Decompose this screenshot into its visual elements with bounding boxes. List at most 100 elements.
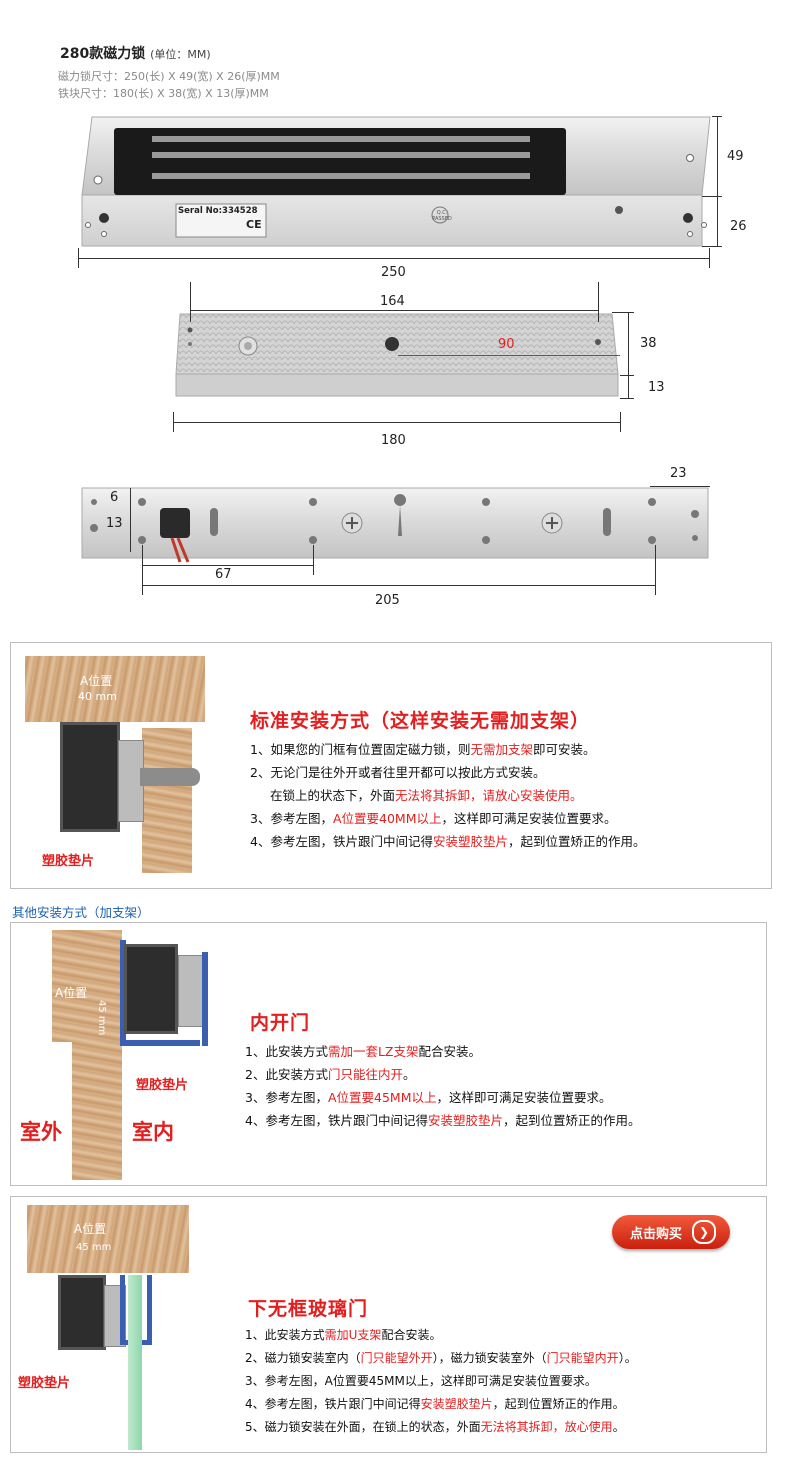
- text-run: 1、如果您的门框有位置固定磁力锁，则: [250, 742, 471, 757]
- dim-tick: [702, 246, 722, 247]
- lz-bracket-image: [120, 940, 126, 1040]
- dim-line-90: [398, 355, 620, 356]
- unit-label: (单位：MM): [150, 48, 211, 61]
- text-run-red: 需加一套LZ支架: [327, 1044, 419, 1059]
- text-run: ，起到位置矫正的作用。: [492, 1397, 625, 1411]
- text-run-red: 门只能望外开: [360, 1351, 433, 1365]
- text-run-red: 无需加支架: [470, 742, 533, 757]
- dim-tick: [78, 248, 79, 268]
- section1-title: 标准安装方式（这样安装无需加支架）: [250, 710, 591, 732]
- dim-tick: [598, 282, 599, 322]
- dim-90: 90: [498, 337, 515, 352]
- outside-label: 室外: [20, 1120, 62, 1144]
- text-run: ）。: [618, 1351, 637, 1365]
- chevron-right-icon: ❯: [692, 1220, 717, 1244]
- text-run: 4、参考左图，铁片跟门中间记得: [245, 1113, 428, 1128]
- lz-bracket-image: [120, 1040, 200, 1046]
- dim-13b: 13: [106, 516, 123, 531]
- text-run: 2、磁力锁安装室内（: [245, 1351, 361, 1365]
- text-run: 3、参考左图，: [245, 1090, 328, 1105]
- text-run-red: A位置要45MM以上: [327, 1090, 437, 1105]
- inside-label: 室内: [132, 1120, 174, 1144]
- text-run-red: 无法将其拆卸，请放心安装使用。: [395, 788, 583, 803]
- pad-label: 塑胶垫片: [18, 1376, 71, 1391]
- other-methods-caption: 其他安装方式（加支架）: [12, 905, 150, 920]
- dim-tick: [190, 282, 191, 322]
- mm-label: 40 mm: [78, 690, 117, 703]
- dim-line-67: [142, 565, 313, 566]
- dim-67: 67: [215, 567, 232, 582]
- dim-tick: [702, 196, 722, 197]
- section3-text: 1、此安装方式需加U支架配合安装。 2、磁力锁安装室内（门只能望外开），磁力锁安…: [245, 1324, 637, 1439]
- text-run-red: 门只能望内开: [546, 1351, 619, 1365]
- lock-side-image: [124, 944, 178, 1034]
- lock-body-drawing: [81, 116, 711, 247]
- glass-door-image: [128, 1275, 142, 1450]
- dim-6: 6: [110, 490, 119, 505]
- serial-label: Seral No:334528: [178, 206, 258, 216]
- text-run: 4、参考左图，铁片跟门中间记得: [245, 1397, 421, 1411]
- dim-250: 250: [381, 265, 406, 280]
- lock-side-image: [60, 722, 120, 832]
- lz-bracket-image: [202, 952, 208, 1046]
- mm-label: 45 mm: [76, 1242, 112, 1253]
- dim-line-vertical: [717, 116, 718, 246]
- text-run-red: 门只能往内开: [327, 1067, 403, 1082]
- text-run: 即可安装。: [532, 742, 596, 757]
- text-run: ，这样即可满足安装位置要求。: [436, 1090, 612, 1105]
- dim-tick: [142, 545, 143, 595]
- text-run: 配合安装。: [381, 1328, 442, 1342]
- bolt-image: [140, 768, 200, 786]
- dim-38: 38: [640, 336, 657, 351]
- dim-tick: [612, 312, 634, 313]
- text-run: ），磁力锁安装室外（: [432, 1351, 547, 1365]
- text-run: 1、此安装方式: [245, 1044, 328, 1059]
- text-run: ，起到位置矫正的作用。: [507, 834, 646, 849]
- section2-text: 1、此安装方式需加一套LZ支架配合安装。 2、此安装方式门只能往内开。 3、参考…: [245, 1040, 641, 1132]
- ce-mark: CE: [246, 218, 262, 231]
- mm-label: 45 mm: [96, 1000, 107, 1036]
- mounting-bracket-drawing: [81, 487, 709, 563]
- text-run-red: 安装塑胶垫片: [427, 1113, 503, 1128]
- text-run: 配合安装。: [418, 1044, 482, 1059]
- buy-now-button[interactable]: 点击购买 ❯: [612, 1215, 730, 1249]
- a-position-label: A位置: [80, 674, 113, 688]
- dim-180: 180: [381, 433, 406, 448]
- dim-line-vertical: [130, 488, 131, 552]
- a-position-label: A位置: [55, 986, 88, 1000]
- text-run-red: 安装塑胶垫片: [420, 1397, 493, 1411]
- wood-frame-image: [52, 930, 122, 1042]
- pad-label: 塑胶垫片: [42, 854, 95, 869]
- text-run: ，这样即可满足安装位置要求。: [441, 811, 617, 826]
- text-run: 。: [612, 1420, 625, 1434]
- dim-tick: [655, 545, 656, 595]
- section3-title: 下无框玻璃门: [248, 1298, 369, 1320]
- dim-tick: [620, 412, 621, 432]
- text-run: 。: [402, 1067, 416, 1082]
- dim-13: 13: [648, 380, 665, 395]
- dim-line-205: [142, 585, 655, 586]
- buy-now-label: 点击购买: [630, 1226, 683, 1242]
- dim-tick: [620, 375, 634, 376]
- qc-stamp: Q.C. PASSED: [432, 210, 452, 222]
- text-run: 2、此安装方式: [245, 1067, 328, 1082]
- dim-line-164: [190, 310, 598, 311]
- text-run: ，起到位置矫正的作用。: [502, 1113, 641, 1128]
- text-run-red: 无法将其拆卸，放心使用: [480, 1420, 613, 1434]
- wood-frame-image: [25, 656, 205, 722]
- dim-tick: [620, 398, 634, 399]
- dim-tick: [709, 248, 710, 268]
- dim-49: 49: [727, 149, 744, 164]
- a-position-label: A位置: [74, 1222, 107, 1236]
- dim-tick: [313, 545, 314, 575]
- dim-164: 164: [380, 294, 405, 309]
- text-run: 5、磁力锁安装在外面，在锁上的状态，外面: [245, 1420, 481, 1434]
- pad-label: 塑胶垫片: [136, 1078, 189, 1093]
- text-line: 2、无论门是往外开或者往里开都可以按此方式安装。: [250, 765, 546, 780]
- product-title: 280款磁力锁 (单位：MM): [60, 46, 211, 62]
- dim-205: 205: [375, 593, 400, 608]
- plate-spec: 铁块尺寸：180(长) X 38(宽) X 13(厚)MM: [58, 87, 269, 100]
- text-run-red: 安装塑胶垫片: [432, 834, 508, 849]
- text-run: 4、参考左图，铁片跟门中间记得: [250, 834, 433, 849]
- text-run: 1、此安装方式: [245, 1328, 325, 1342]
